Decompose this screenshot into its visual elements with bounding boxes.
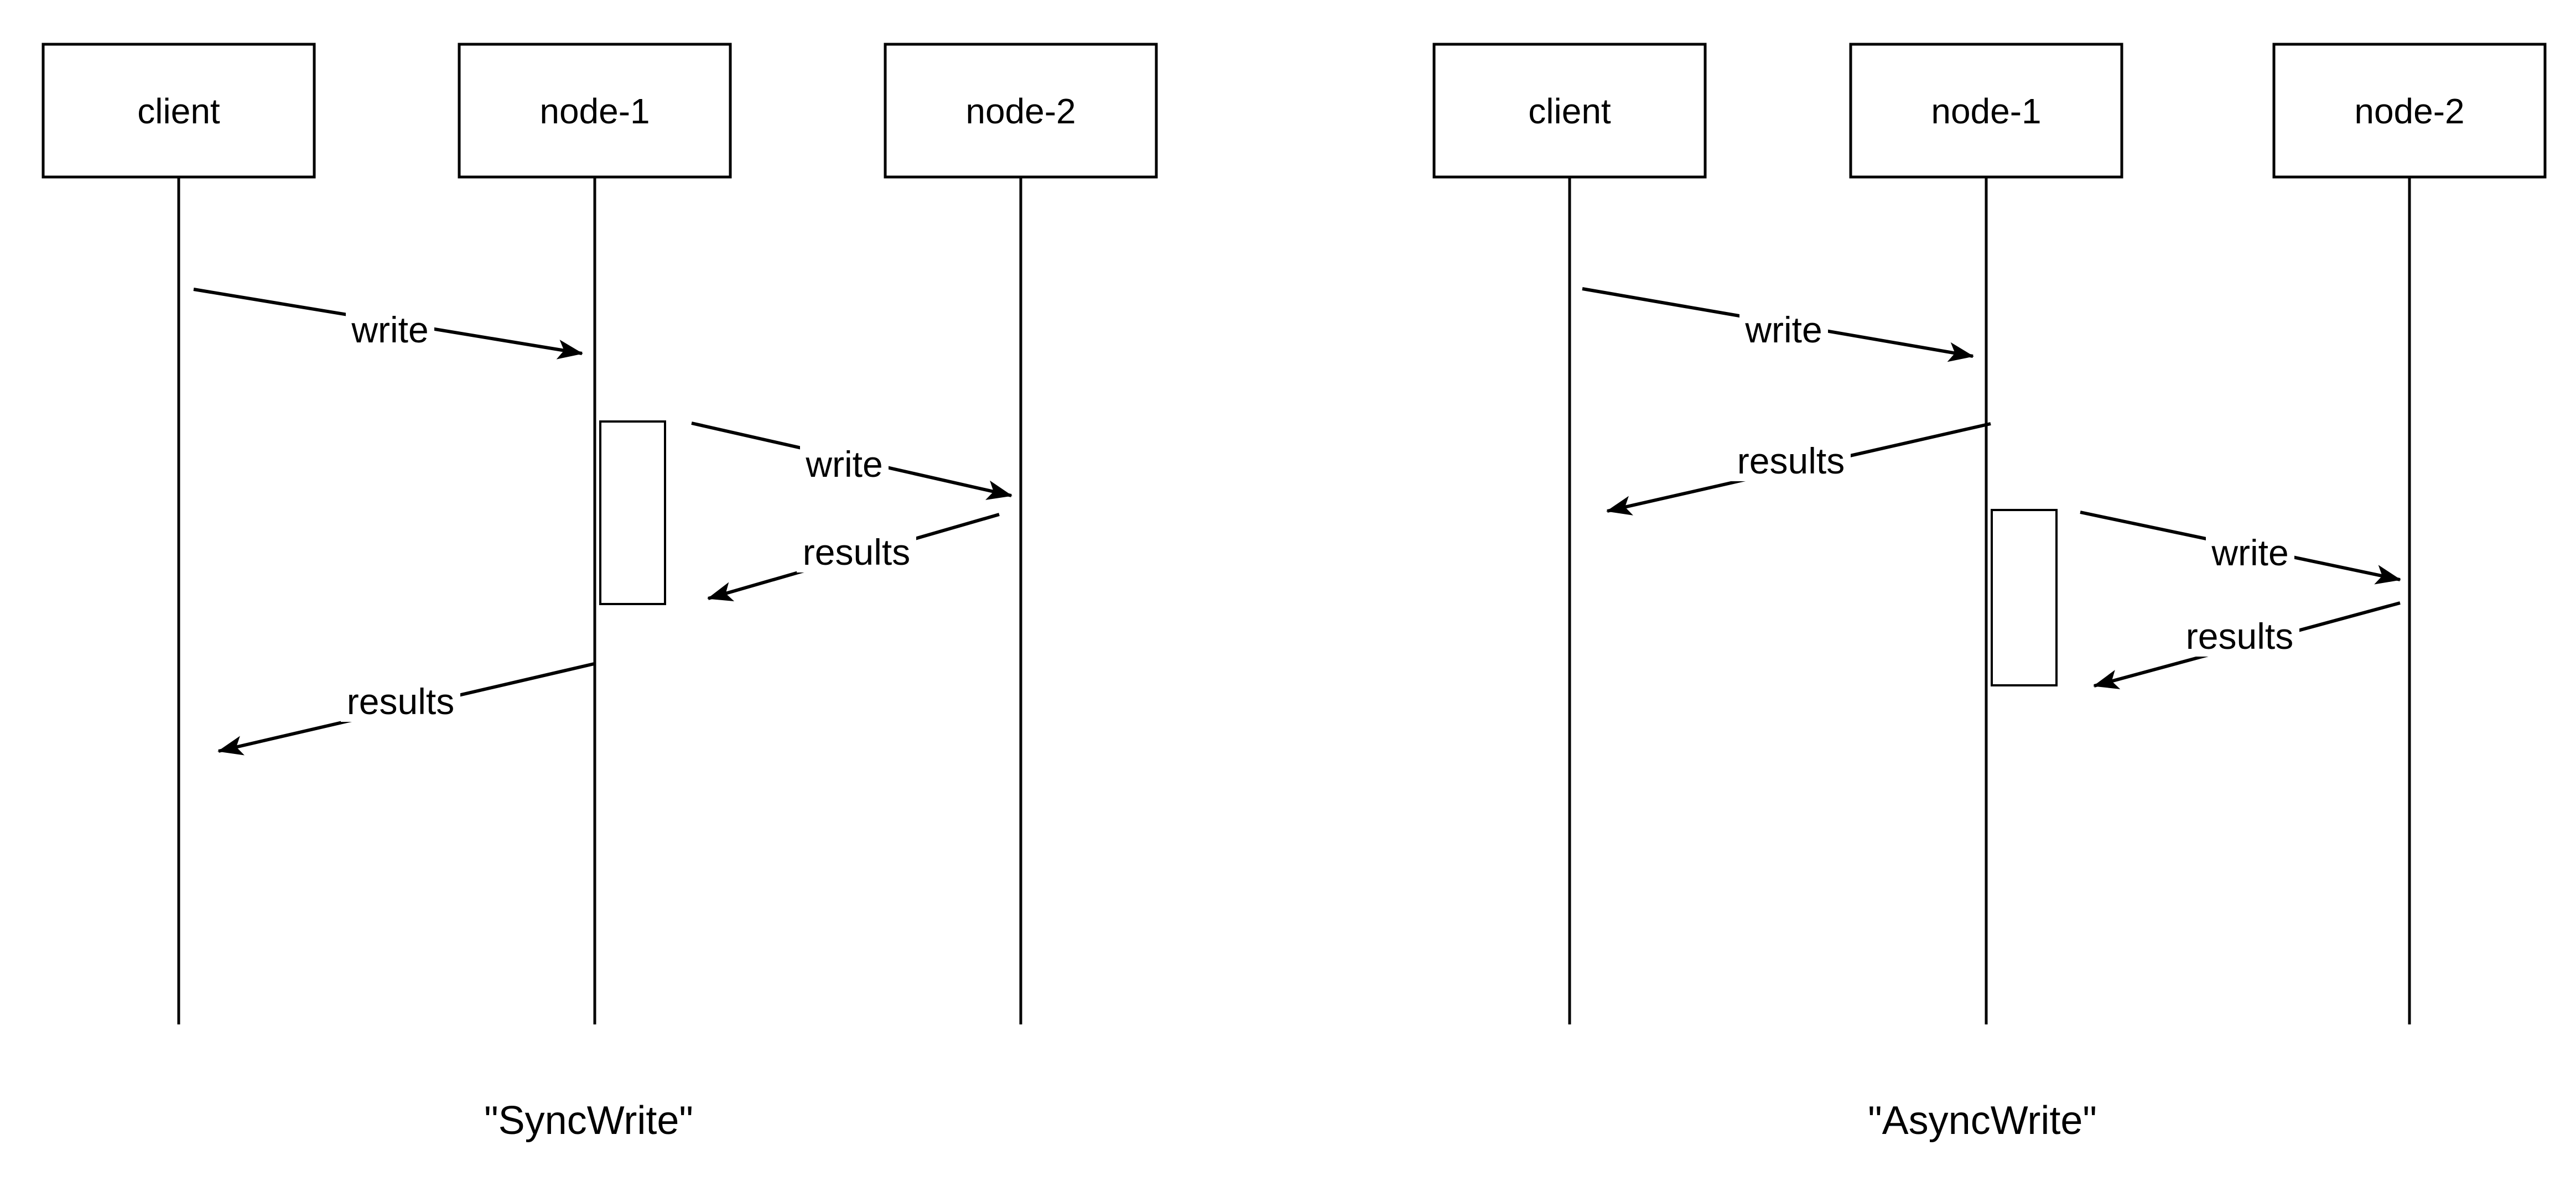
message-label-bg — [2180, 616, 2299, 657]
activation-bar-node-1 — [599, 420, 666, 605]
diagram-caption-asyncwrite: "AsyncWrite" — [1868, 1099, 2097, 1143]
actor-box-client — [41, 43, 316, 179]
message-label-bg — [1739, 309, 1828, 350]
message-label-write-1: write — [351, 309, 428, 350]
diagram-asyncwrite: client node-1 node-2 write results write… — [1432, 43, 2547, 1143]
message-label-write-2: write — [805, 444, 882, 485]
message-label-write-1: write — [1744, 309, 1822, 350]
message-label-bg — [346, 309, 434, 350]
actor-label-node-2: node-2 — [2354, 91, 2464, 131]
diagram-caption-syncwrite: "SyncWrite" — [484, 1099, 693, 1143]
message-label-bg — [797, 532, 916, 573]
message-label-results-2: results — [347, 681, 454, 722]
actor-label-node-1: node-1 — [539, 91, 650, 131]
actor-box-client — [1432, 43, 1707, 179]
message-label-write-2: write — [2211, 532, 2288, 573]
actor-label-client: client — [137, 91, 220, 131]
activation-bar-node-1 — [1991, 509, 2058, 686]
actor-label-node-2: node-2 — [965, 91, 1076, 131]
message-label-bg — [800, 444, 889, 485]
message-label-results-1: results — [1737, 440, 1845, 481]
message-label-bg — [2206, 532, 2294, 573]
message-label-bg — [1731, 440, 1851, 481]
actor-label-node-1: node-1 — [1931, 91, 2041, 131]
message-label-results-2: results — [2186, 616, 2293, 657]
actor-box-node-2 — [2272, 43, 2547, 179]
actor-box-node-2 — [884, 43, 1158, 179]
actor-label-client: client — [1528, 91, 1611, 131]
actor-box-node-1 — [1849, 43, 2123, 179]
actor-box-node-1 — [458, 43, 732, 179]
message-label-results-1: results — [803, 532, 910, 573]
diagram-syncwrite: client node-1 node-2 write write results… — [41, 43, 1158, 1143]
message-label-bg — [341, 681, 460, 722]
